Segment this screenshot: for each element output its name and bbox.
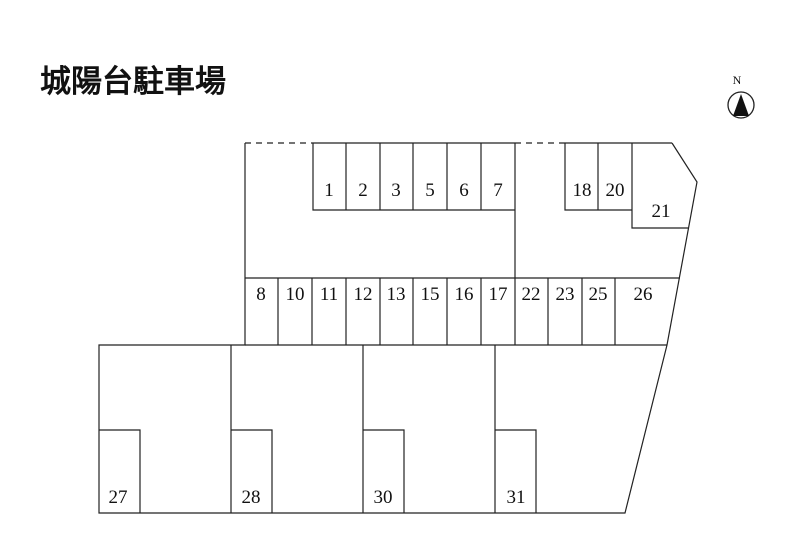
bottom-lot-row: 27 28 30 31 — [99, 345, 537, 513]
middle-stall-row: 8 10 11 12 13 15 16 17 22 23 25 26 — [245, 277, 680, 346]
lot-1: 1 — [324, 180, 334, 201]
lot-17: 17 — [489, 284, 508, 305]
compass-letter: N — [733, 73, 742, 87]
lot-28: 28 — [242, 487, 261, 508]
north-arrow-icon: N — [727, 73, 755, 119]
lot-13: 13 — [387, 284, 406, 305]
top-right-stall-block: 18 20 21 — [564, 143, 688, 229]
lot-3: 3 — [391, 180, 401, 201]
lot-26: 26 — [634, 284, 653, 305]
lot-28-box — [231, 429, 273, 513]
lot-5: 5 — [425, 180, 435, 201]
lot-22: 22 — [522, 284, 541, 305]
lot-18: 18 — [573, 180, 592, 201]
lot-10: 10 — [286, 284, 305, 305]
compass-triangle — [733, 94, 749, 116]
lot-20: 20 — [606, 180, 625, 201]
page-title: 城陽台駐車場 — [40, 64, 226, 100]
lot-16: 16 — [455, 284, 474, 305]
lot-21: 21 — [652, 201, 671, 222]
top-left-block-frame — [312, 143, 515, 211]
top-right-block-frame — [564, 143, 632, 211]
lot-23: 23 — [556, 284, 575, 305]
lot-31: 31 — [507, 487, 526, 508]
lot-7: 7 — [493, 180, 503, 201]
lot-25: 25 — [589, 284, 608, 305]
lot-8: 8 — [256, 284, 266, 305]
lot-30: 30 — [374, 487, 393, 508]
lot-6: 6 — [459, 180, 469, 201]
top-left-stall-block: 1 2 3 5 6 7 — [312, 143, 516, 278]
lot-27: 27 — [109, 487, 128, 508]
lot-30-box — [363, 429, 405, 513]
outline-perimeter — [98, 142, 698, 514]
lot-27-box — [99, 429, 141, 513]
lot-12: 12 — [354, 284, 373, 305]
corner-stall-frame — [631, 143, 688, 229]
lot-11: 11 — [320, 284, 338, 305]
lot-2: 2 — [358, 180, 368, 201]
lot-15: 15 — [421, 284, 440, 305]
lot-31-box — [495, 429, 537, 513]
